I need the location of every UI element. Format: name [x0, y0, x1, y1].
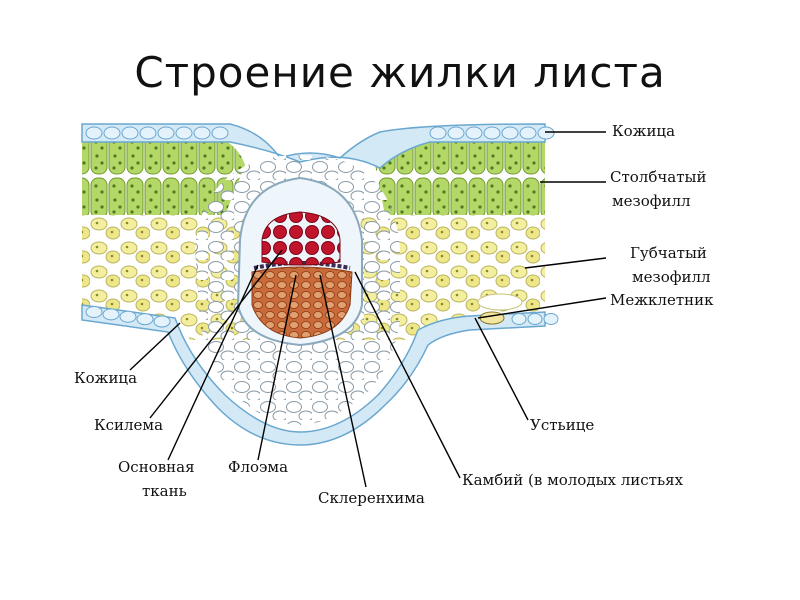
leader-kambiy: [354, 271, 461, 479]
epidermis-cell: [447, 126, 465, 140]
epidermis-cell: [537, 126, 555, 140]
epidermis-cell: [429, 126, 447, 140]
leader-ustitse: [474, 317, 529, 421]
epidermis-cell: [157, 126, 175, 140]
label-gubchaty-1: Губчатый: [630, 244, 707, 262]
leader-sklerenkhima: [319, 274, 367, 488]
label-stolbchaty-1: Столбчатый: [610, 168, 706, 186]
epidermis-cell: [139, 126, 157, 140]
lower-epidermis-cells: [85, 306, 559, 328]
palisade-mesophyll-right: [375, 140, 545, 215]
leader-mezhkletnik: [477, 297, 607, 319]
epidermis-cell: [211, 126, 229, 140]
phloem: [251, 266, 353, 339]
upper-epidermis-cells: [85, 126, 555, 140]
leader-lines: [129, 131, 607, 488]
xylem: [261, 211, 341, 266]
intercellular-space: [477, 293, 523, 311]
label-ksilema: Ксилема: [94, 416, 163, 434]
label-stolbchaty-2: мезофилл: [612, 192, 691, 210]
labels: Кожица Столбчатый мезофилл Губчатый мезо…: [74, 122, 714, 507]
epidermis-cell: [153, 315, 171, 328]
label-ustitse: Устьице: [530, 416, 594, 434]
epidermis-cell: [85, 126, 103, 140]
epidermis-cell: [85, 306, 103, 318]
lower-epidermis: [81, 304, 546, 446]
label-mezhkletnik: Межклетник: [610, 291, 714, 309]
epidermis-cell: [102, 308, 120, 321]
epidermis-cell: [465, 126, 483, 140]
leaf-cross-section: [81, 123, 559, 446]
epidermis-cell: [483, 126, 501, 140]
epidermis-cell: [103, 126, 121, 140]
epidermis-cell: [519, 126, 537, 140]
label-kozhitsa-bottom: Кожица: [74, 369, 137, 387]
label-kambiy: Камбий (в молодых листьях: [462, 471, 684, 489]
epidermis-cell: [511, 313, 527, 325]
slide-title: Строение жилки листа: [134, 48, 666, 97]
palisade-mesophyll-left: [82, 140, 245, 215]
label-floema: Флоэма: [228, 458, 288, 476]
label-osnovnaya-1: Основная: [118, 458, 195, 476]
leader-ksilema: [149, 249, 283, 419]
epidermis-cell: [527, 313, 543, 325]
label-gubchaty-2: мезофилл: [632, 268, 711, 286]
leader-floema: [257, 274, 297, 461]
leader-spongy: [524, 257, 607, 269]
epidermis-cell: [501, 126, 519, 140]
epidermis-cell: [136, 313, 154, 326]
label-osnovnaya-2: ткань: [142, 482, 187, 500]
leader-osnovnaya: [167, 264, 259, 461]
label-kozhitsa-top: Кожица: [612, 122, 675, 140]
leader-kozhitsa-bottom: [129, 322, 181, 371]
epidermis-cell: [121, 126, 139, 140]
cambium: [253, 261, 351, 270]
epidermis-cell: [119, 310, 137, 323]
label-sklerenkhima: Склеренхима: [318, 489, 425, 507]
epidermis-cell: [543, 313, 559, 325]
epidermis-cell: [193, 126, 211, 140]
epidermis-cell: [175, 126, 193, 140]
